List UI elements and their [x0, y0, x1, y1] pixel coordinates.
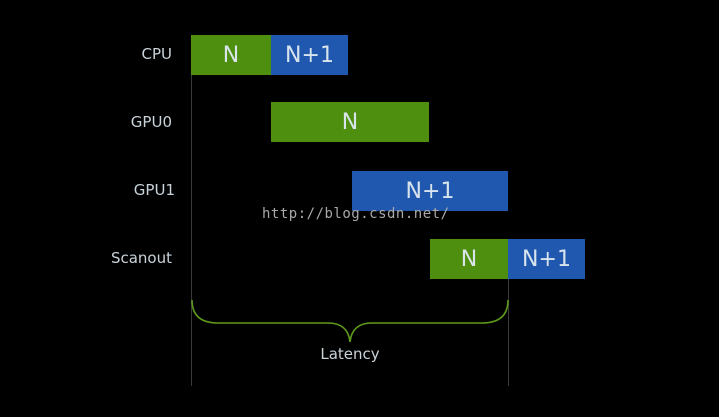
scanout-frame-n-block: N: [430, 239, 508, 279]
latency-brace-icon: [191, 299, 509, 343]
cpu-frame-n1-block: N+1: [271, 35, 348, 75]
row-label-cpu: CPU: [141, 45, 173, 63]
gpu0-frame-n-block: N: [271, 102, 429, 142]
row-label-scanout: Scanout: [110, 249, 172, 267]
latency-label: Latency: [320, 345, 380, 363]
row-label-gpu0: GPU0: [130, 113, 172, 131]
row-label-gpu1: GPU1: [133, 181, 175, 199]
scanout-frame-n1-block: N+1: [508, 239, 585, 279]
cpu-frame-n-block: N: [191, 35, 271, 75]
latency-start-guide: [191, 36, 192, 386]
latency-end-guide: [508, 240, 509, 386]
gpu1-frame-n1-block: N+1: [352, 171, 508, 211]
watermark-text: http://blog.csdn.net/: [262, 206, 450, 222]
